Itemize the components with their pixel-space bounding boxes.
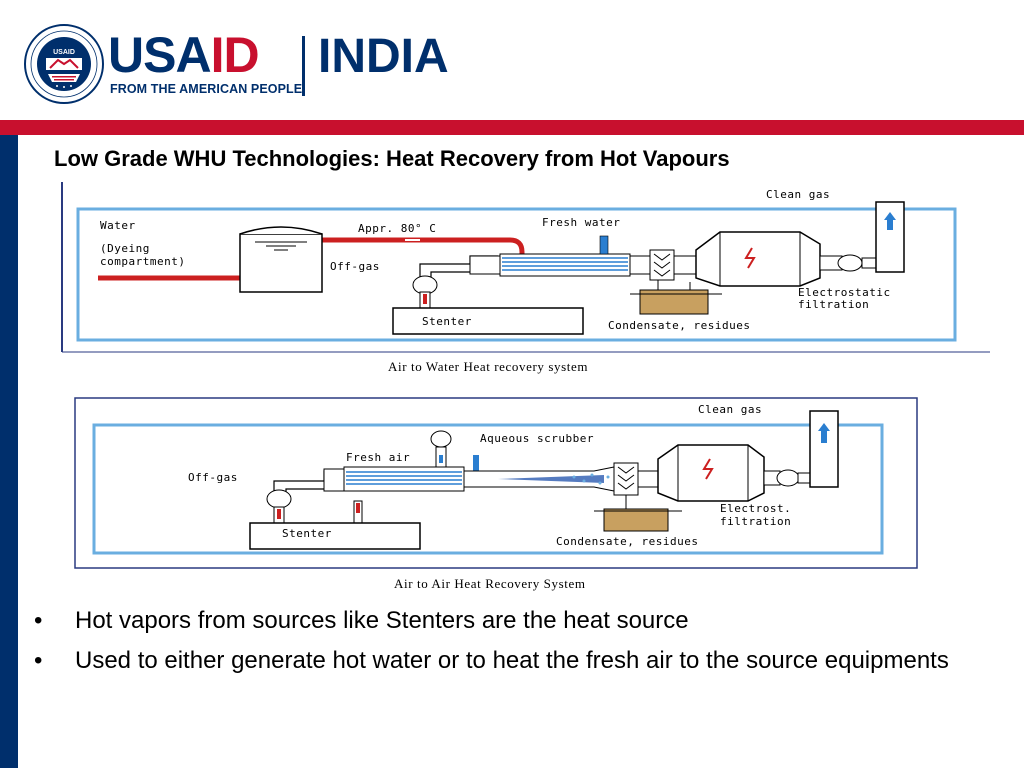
bullet-item: • Hot vapors from sources like Stenters a… bbox=[30, 604, 990, 638]
label-filtration-2: filtration bbox=[720, 515, 792, 528]
label-clean-gas-2: Clean gas bbox=[698, 403, 763, 416]
logo-id: ID bbox=[210, 27, 260, 83]
logo-usa: USA bbox=[108, 27, 212, 83]
air-to-water-schematic bbox=[61, 182, 990, 353]
label-condensate: Condensate, residues bbox=[608, 319, 751, 332]
bullet-text: Used to either generate hot water or to … bbox=[75, 647, 949, 674]
label-compartment: compartment) bbox=[100, 255, 186, 268]
header: USAID USAID INDIA FROM THE AMERICAN PEOP… bbox=[0, 0, 1024, 120]
red-header-bar bbox=[0, 120, 1024, 135]
bullet-item: • Used to either generate hot water or to… bbox=[30, 644, 990, 678]
label-aqueous-scrubber: Aqueous scrubber bbox=[480, 432, 594, 445]
label-clean-gas: Clean gas bbox=[766, 188, 831, 201]
bullet-text: Hot vapors from sources like Stenters ar… bbox=[75, 607, 689, 634]
label-fresh-water: Fresh water bbox=[542, 216, 621, 229]
air-to-water-diagram: Water (Dyeing compartment) Appr. 80° C F… bbox=[60, 182, 992, 376]
air-to-air-diagram: Clean gas Aqueous scrubber Fresh air Off… bbox=[74, 397, 920, 593]
label-temp: Appr. 80° C bbox=[358, 222, 437, 235]
label-water: Water bbox=[100, 219, 136, 232]
page-title: Low Grade WHU Technologies: Heat Recover… bbox=[54, 146, 730, 171]
svg-text:USAID: USAID bbox=[53, 49, 75, 56]
label-filtration: filtration bbox=[798, 298, 870, 311]
label-stenter-2: Stenter bbox=[282, 527, 332, 540]
label-electrost: Electrost. bbox=[720, 502, 792, 515]
navy-side-bar bbox=[0, 135, 18, 768]
bullet-list: • Hot vapors from sources like Stenters a… bbox=[30, 604, 990, 684]
caption-air-to-air: Air to Air Heat Recovery System bbox=[394, 576, 586, 591]
bullet-dot-icon: • bbox=[34, 607, 43, 634]
label-dyeing: (Dyeing bbox=[100, 242, 150, 255]
label-off-gas-2: Off-gas bbox=[188, 471, 238, 484]
usaid-wordmark: USAID bbox=[108, 27, 260, 83]
label-fresh-air: Fresh air bbox=[346, 451, 411, 464]
tagline: FROM THE AMERICAN PEOPLE bbox=[110, 82, 303, 96]
logo-india: INDIA bbox=[318, 30, 449, 83]
label-condensate-2: Condensate, residues bbox=[556, 535, 699, 548]
logo-divider bbox=[302, 36, 305, 96]
label-off-gas: Off-gas bbox=[330, 260, 380, 273]
air-to-air-schematic bbox=[74, 397, 918, 569]
label-electrostatic: Electrostatic bbox=[798, 286, 891, 299]
usaid-seal-logo: USAID bbox=[24, 24, 104, 104]
bullet-dot-icon: • bbox=[34, 647, 43, 674]
label-stenter: Stenter bbox=[422, 315, 472, 328]
caption-air-to-water: Air to Water Heat recovery system bbox=[388, 359, 589, 374]
